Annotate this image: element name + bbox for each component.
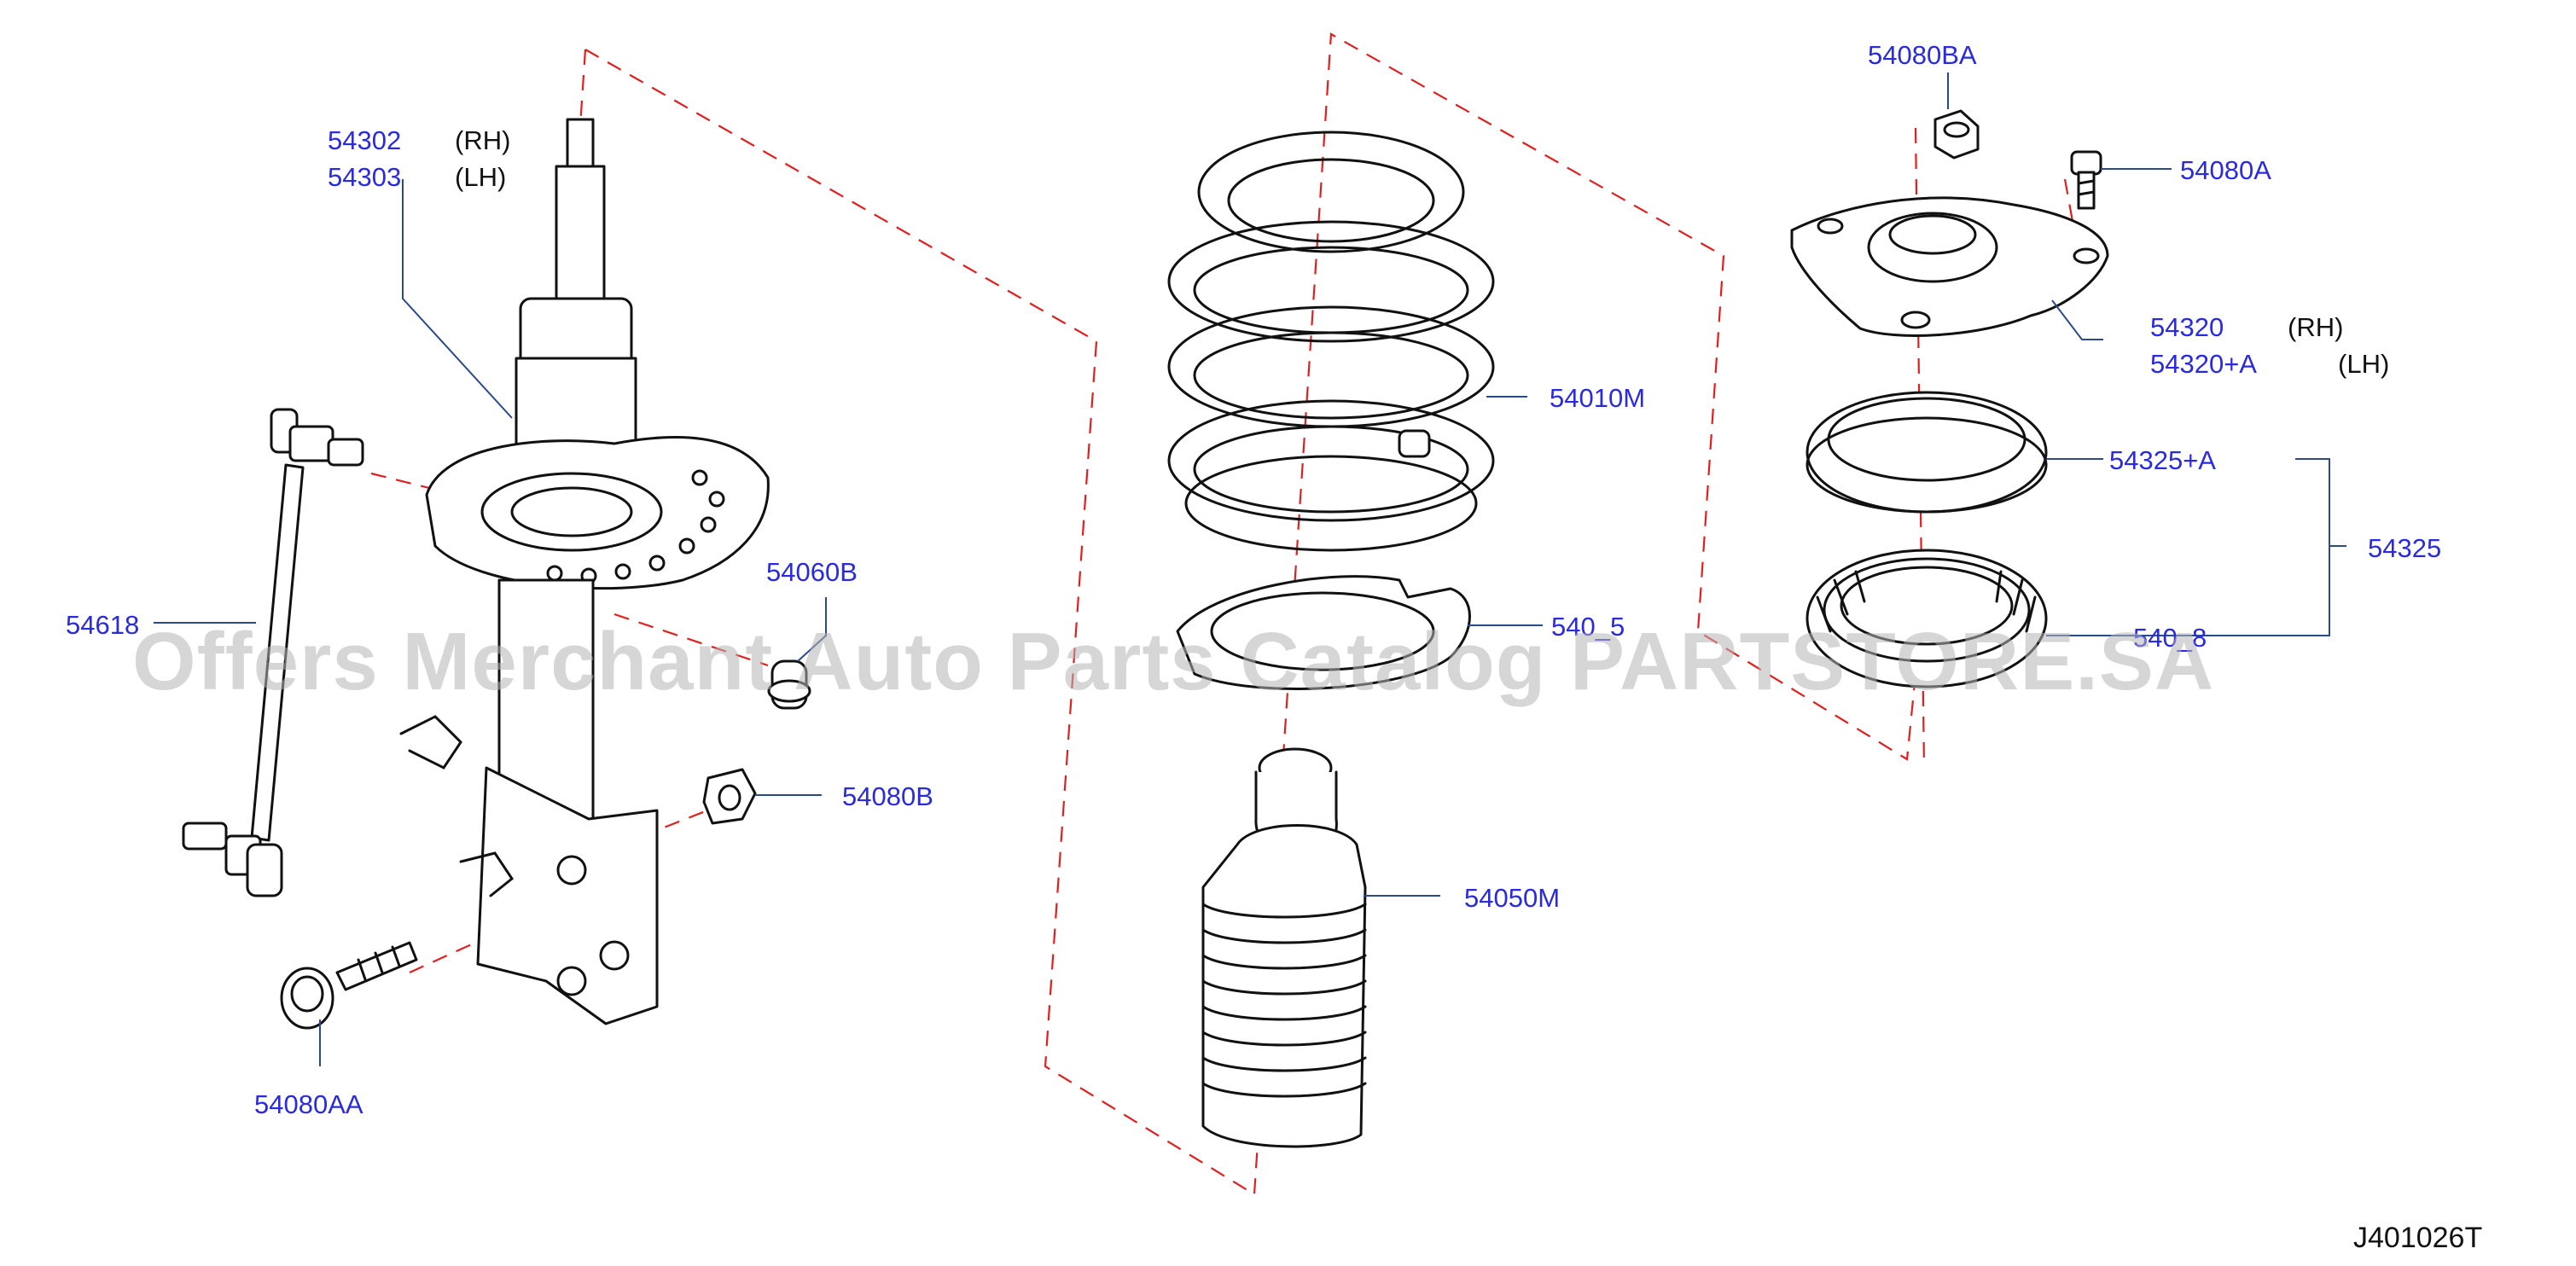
spring-seat[interactable] (1176, 575, 1471, 690)
label-spring-seat[interactable]: 540_5 (1551, 612, 1625, 642)
label-top-nut[interactable]: 54080BA (1868, 40, 1977, 70)
label-mount-assembly[interactable]: 54325 (2368, 533, 2441, 563)
mount-bearing[interactable] (1806, 549, 2048, 688)
strut-mount[interactable] (1790, 196, 2109, 337)
label-mount-lh[interactable]: 54320+A (2150, 349, 2257, 379)
label-bushing[interactable]: 54060B (766, 557, 858, 587)
stabilizer-link[interactable] (182, 408, 364, 897)
label-insulator[interactable]: 54325+A (2109, 445, 2216, 475)
label-strut-lh-side: (LH) (455, 162, 506, 192)
label-bearing[interactable]: 540_8 (2133, 623, 2207, 653)
label-bound-bumper[interactable]: 54050M (1464, 883, 1560, 913)
label-mount-rh-side: (RH) (2288, 312, 2343, 342)
label-lower-nut[interactable]: 54080B (842, 781, 933, 811)
label-mount-rh[interactable]: 54320 (2150, 312, 2224, 342)
label-strut-rh[interactable]: 54302 (328, 125, 401, 155)
lower-nut[interactable] (702, 768, 757, 825)
label-coil-spring[interactable]: 54010M (1550, 383, 1645, 413)
label-strut-rh-side: (RH) (455, 125, 510, 155)
label-strut-lh[interactable]: 54303 (328, 162, 401, 192)
diagram-reference: J401026T (2353, 1222, 2482, 1254)
label-lower-bolt[interactable]: 54080AA (254, 1089, 363, 1119)
bound-bumper[interactable] (1201, 747, 1367, 1148)
mount-insulator[interactable] (1806, 391, 2048, 514)
bushing[interactable] (767, 659, 811, 710)
label-top-bolt[interactable]: 54080A (2180, 155, 2271, 185)
label-stabilizer-link[interactable]: 54618 (66, 610, 139, 640)
part-labels: 54302 (RH) 54303 (LH) 54618 54060B 54080… (66, 40, 2441, 1119)
lower-bolt[interactable] (280, 941, 418, 1030)
watermark: Offers Merchant Auto Parts Catalog PARTS… (132, 616, 2214, 707)
strut-assembly[interactable] (399, 118, 770, 1025)
leader-lines (154, 73, 2346, 1066)
top-bolt[interactable] (2070, 150, 2102, 210)
label-mount-lh-side: (LH) (2338, 349, 2389, 379)
top-nut[interactable] (1933, 109, 1980, 160)
coil-spring[interactable] (1167, 131, 1495, 552)
